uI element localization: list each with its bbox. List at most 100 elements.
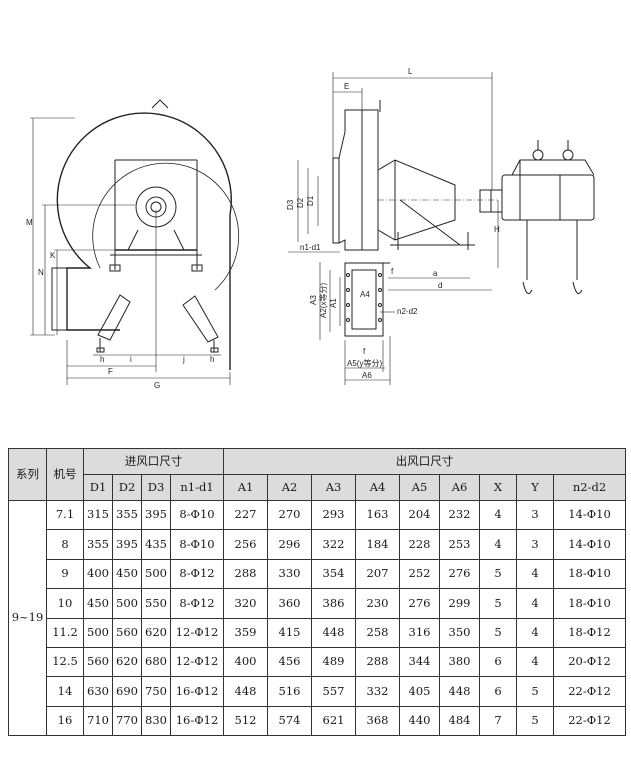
- table-cell: 22-Φ12: [553, 676, 626, 707]
- table-cell: 6: [479, 646, 517, 678]
- table-cell: 12-Φ12: [170, 617, 224, 648]
- col-header-A6: A6: [439, 474, 480, 501]
- table-cell: 500: [112, 588, 142, 619]
- table-cell: 293: [311, 499, 356, 531]
- table-cell: 230: [355, 588, 400, 619]
- dim-label-H: H: [494, 225, 500, 234]
- header-outlet: 出风口尺寸: [223, 448, 626, 475]
- dim-label-h2: h: [210, 355, 214, 364]
- table-cell: 415: [267, 617, 312, 648]
- table-cell: 12-Φ12: [170, 646, 224, 678]
- table-cell: 395: [141, 499, 171, 531]
- table-cell: 560: [83, 646, 113, 678]
- table-cell: 512: [223, 705, 268, 737]
- table-cell: 207: [355, 558, 400, 590]
- table-cell: 184: [355, 529, 400, 560]
- col-header-A1: A1: [223, 474, 268, 501]
- table-cell: 16-Φ12: [170, 705, 224, 737]
- table-cell: 770: [112, 705, 142, 737]
- dim-label-D1: D1: [306, 195, 315, 206]
- table-cell: 516: [267, 676, 312, 707]
- model-cell: 14: [46, 676, 84, 707]
- table-cell: 20-Φ12: [553, 646, 626, 678]
- table-cell: 8-Φ10: [170, 499, 224, 531]
- dim-label-A3: A3: [309, 295, 318, 305]
- table-cell: 448: [311, 617, 356, 648]
- table-cell: 354: [311, 558, 356, 590]
- table-cell: 276: [439, 558, 480, 590]
- volute-outer: [56, 112, 232, 370]
- model-cell: 8: [46, 529, 84, 560]
- table-cell: 359: [223, 617, 268, 648]
- table-cell: 620: [112, 646, 142, 678]
- table-cell: 8-Φ10: [170, 529, 224, 560]
- table-cell: 710: [83, 705, 113, 737]
- table-cell: 5: [479, 588, 517, 619]
- table-cell: 5: [516, 705, 554, 737]
- table-cell: 252: [399, 558, 440, 590]
- table-cell: 253: [439, 529, 480, 560]
- dim-label-f1: f: [363, 347, 366, 356]
- table-row: 14 630 690 750 16-Φ12 448 516 557 332 40…: [9, 676, 626, 707]
- table-cell: 3: [516, 529, 554, 560]
- table-cell: 18-Φ10: [553, 588, 626, 619]
- header-series: 系列: [8, 448, 47, 501]
- table-cell: 500: [141, 558, 171, 590]
- table-cell: 258: [355, 617, 400, 648]
- motor: [501, 140, 595, 295]
- table-cell: 400: [223, 646, 268, 678]
- table-cell: 7: [479, 705, 517, 737]
- outlet-duct: [51, 267, 68, 331]
- table-cell: 320: [223, 588, 268, 619]
- dim-label-M: M: [26, 218, 33, 227]
- left-foot: [97, 294, 131, 341]
- table-cell: 18-Φ12: [553, 617, 626, 648]
- model-cell: 7.1: [46, 499, 84, 531]
- table-cell: 500: [83, 617, 113, 648]
- dim-label-h1: h: [100, 355, 104, 364]
- table-cell: 163: [355, 499, 400, 531]
- dim-label-j: j: [182, 355, 185, 364]
- dim-label-G: G: [154, 381, 160, 390]
- table-row: 11.2 500 560 620 12-Φ12 359 415 448 258 …: [9, 617, 626, 648]
- dim-label-A6: A6: [362, 371, 372, 380]
- table-cell: 621: [311, 705, 356, 737]
- table-cell: 386: [311, 588, 356, 619]
- table-cell: 450: [112, 558, 142, 590]
- inlet-flange: [332, 157, 340, 244]
- dim-label-F: F: [108, 367, 113, 376]
- table-cell: 690: [112, 676, 142, 707]
- table-cell: 355: [112, 499, 142, 531]
- table-cell: 750: [141, 676, 171, 707]
- front-view: M N K F G h i j h: [26, 99, 240, 390]
- table-row: 10 450 500 550 8-Φ12 320 360 386 230 276…: [9, 588, 626, 619]
- col-header-n2-d2: n2-d2: [553, 474, 626, 501]
- table-cell: 435: [141, 529, 171, 560]
- table-cell: 228: [399, 529, 440, 560]
- table-cell: 14-Φ10: [553, 499, 626, 531]
- table-cell: 630: [83, 676, 113, 707]
- table-cell: 204: [399, 499, 440, 531]
- dim-label-D2: D2: [296, 197, 305, 208]
- col-header-D3: D3: [141, 474, 171, 501]
- table-cell: 400: [83, 558, 113, 590]
- table-cell: 315: [83, 499, 113, 531]
- table-row: 9~19 7.1 315 355 395 8-Φ10 227 270 293 1…: [8, 499, 626, 736]
- table-cell: 5: [479, 617, 517, 648]
- table-cell: 4: [479, 529, 517, 560]
- support-frame: [110, 159, 202, 270]
- right-foot: [182, 295, 219, 343]
- model-cell: 16: [46, 705, 84, 737]
- dim-label-L: L: [408, 67, 413, 76]
- col-header-A5: A5: [399, 474, 440, 501]
- table-cell: 450: [83, 588, 113, 619]
- table-cell: 14-Φ10: [553, 529, 626, 560]
- dim-label-A1: A1: [329, 298, 338, 308]
- dim-label-E: E: [344, 82, 349, 91]
- dim-label-a: a: [433, 269, 438, 278]
- table-cell: 270: [267, 499, 312, 531]
- table-cell: 288: [223, 558, 268, 590]
- table-cell: 276: [399, 588, 440, 619]
- table-cell: 360: [267, 588, 312, 619]
- table-cell: 288: [355, 646, 400, 678]
